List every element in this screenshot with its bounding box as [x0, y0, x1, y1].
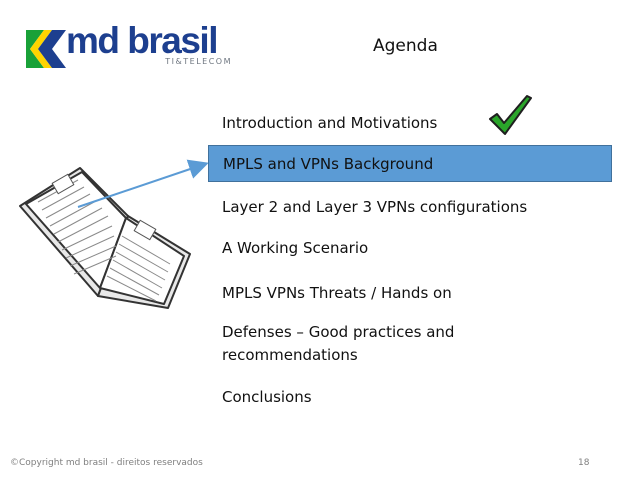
- slide-title: Agenda: [373, 36, 438, 56]
- page-number: 18: [578, 458, 590, 468]
- agenda-item-layer2-layer3: Layer 2 and Layer 3 VPNs configurations: [222, 198, 528, 216]
- agenda-item-label: MPLS and VPNs Background: [223, 154, 434, 173]
- open-book-icon: [19, 167, 191, 309]
- logo-tagline: TI&TELECOM: [165, 57, 232, 66]
- agenda-item-working-scenario: A Working Scenario: [222, 239, 369, 257]
- agenda-item-introduction: Introduction and Motivations: [222, 114, 438, 132]
- logo-wordmark: md brasil: [66, 20, 219, 61]
- checkmark-icon: [489, 95, 532, 135]
- brazil-flag-logo-icon: [26, 30, 66, 68]
- agenda-item-mpls-vpns-background: MPLS and VPNs Background: [208, 145, 612, 182]
- copyright-text: ©Copyright md brasil - direitos reservad…: [10, 458, 203, 468]
- agenda-item-threats: MPLS VPNs Threats / Hands on: [222, 284, 452, 302]
- md-brasil-logo: md brasil TI&TELECOM: [22, 20, 234, 74]
- agenda-item-defenses: Defenses – Good practices and recommenda…: [222, 323, 455, 364]
- agenda-item-conclusions: Conclusions: [222, 388, 312, 406]
